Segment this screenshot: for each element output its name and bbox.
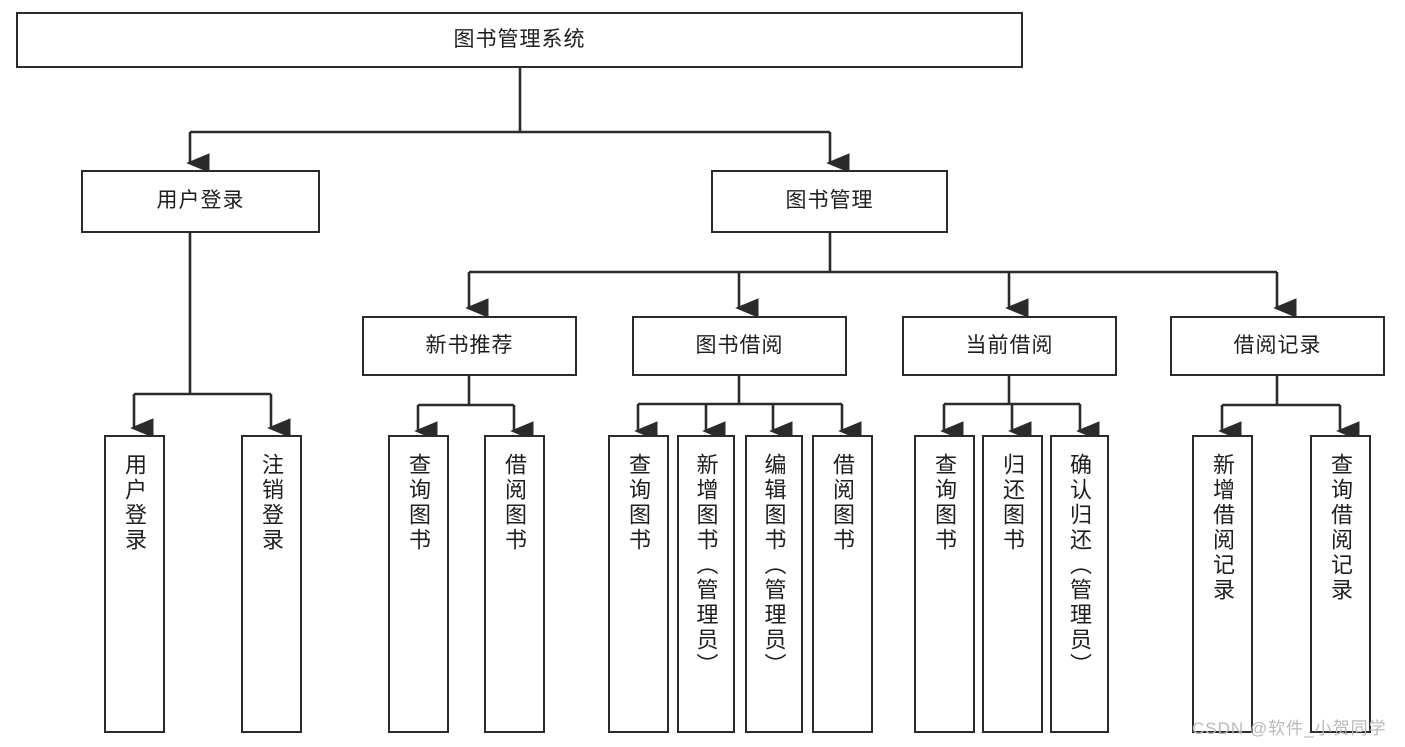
leaf-current-return-book[interactable]: 归还图书	[982, 435, 1043, 733]
node-user-login-label: 用户登录	[156, 189, 245, 213]
node-borrow-record[interactable]: 借阅记录	[1170, 316, 1385, 376]
leaf-borrow-add-book-admin-label: 新增图书（管理员）	[693, 453, 719, 678]
node-new-book-recommend[interactable]: 新书推荐	[362, 316, 577, 376]
leaf-borrow-edit-book-admin[interactable]: 编辑图书（管理员）	[745, 435, 803, 733]
node-book-borrow-label: 图书借阅	[695, 333, 784, 357]
leaf-recommend-query-book-label: 查询图书	[406, 453, 432, 553]
leaf-current-return-book-label: 归还图书	[1000, 453, 1026, 553]
csdn-watermark: CSDN @软件_小贺同学	[1192, 719, 1387, 738]
leaf-user-login-signin[interactable]: 用户登录	[104, 435, 165, 733]
leaf-record-add-record-label: 新增借阅记录	[1210, 453, 1236, 603]
node-current-borrow[interactable]: 当前借阅	[902, 316, 1117, 376]
leaf-user-login-signin-label: 用户登录	[122, 453, 148, 553]
leaf-borrow-edit-book-admin-label: 编辑图书（管理员）	[761, 453, 787, 678]
leaf-recommend-query-book[interactable]: 查询图书	[388, 435, 449, 733]
leaf-record-query-record-label: 查询借阅记录	[1328, 453, 1354, 603]
leaf-current-query-book-label: 查询图书	[932, 453, 958, 553]
node-root-label: 图书管理系统	[453, 27, 586, 51]
leaf-recommend-borrow-book[interactable]: 借阅图书	[484, 435, 545, 733]
leaf-current-query-book[interactable]: 查询图书	[914, 435, 975, 733]
leaf-record-add-record[interactable]: 新增借阅记录	[1192, 435, 1253, 733]
node-root[interactable]: 图书管理系统	[16, 12, 1023, 68]
node-book-borrow[interactable]: 图书借阅	[632, 316, 847, 376]
leaf-borrow-borrow-book-label: 借阅图书	[830, 453, 856, 553]
leaf-user-login-signout-label: 注销登录	[259, 453, 285, 553]
leaf-borrow-query-book[interactable]: 查询图书	[608, 435, 669, 733]
node-new-book-recommend-label: 新书推荐	[425, 333, 514, 357]
leaf-recommend-borrow-book-label: 借阅图书	[502, 453, 528, 553]
leaf-borrow-add-book-admin[interactable]: 新增图书（管理员）	[677, 435, 735, 733]
node-user-login[interactable]: 用户登录	[81, 170, 320, 233]
leaf-borrow-borrow-book[interactable]: 借阅图书	[812, 435, 873, 733]
leaf-user-login-signout[interactable]: 注销登录	[241, 435, 302, 733]
node-borrow-record-label: 借阅记录	[1233, 333, 1322, 357]
node-book-management-label: 图书管理	[785, 189, 874, 213]
leaf-borrow-query-book-label: 查询图书	[626, 453, 652, 553]
leaf-current-confirm-return-admin[interactable]: 确认归还（管理员）	[1050, 435, 1109, 733]
leaf-current-confirm-return-admin-label: 确认归还（管理员）	[1067, 453, 1093, 678]
node-book-management[interactable]: 图书管理	[711, 170, 948, 233]
node-current-borrow-label: 当前借阅	[965, 333, 1054, 357]
leaf-record-query-record[interactable]: 查询借阅记录	[1310, 435, 1371, 733]
